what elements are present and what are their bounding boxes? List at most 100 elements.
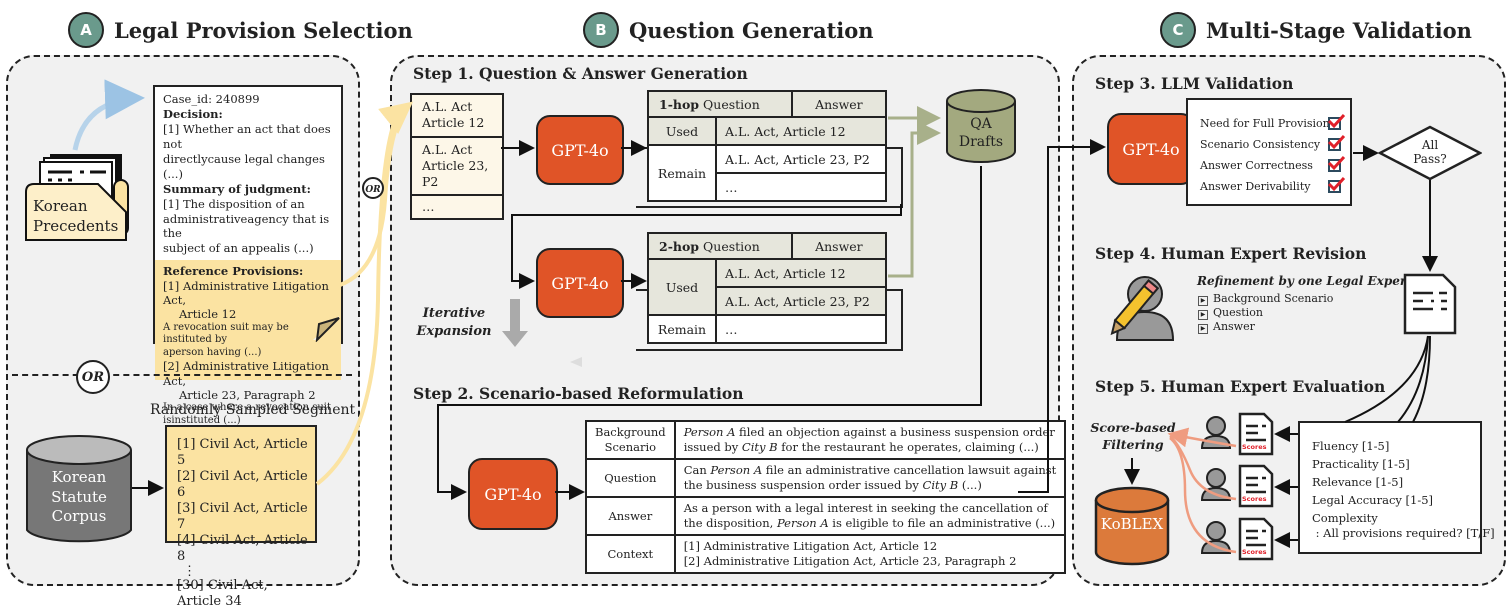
scores-label: Scores <box>1242 548 1267 556</box>
input-item: A.L. Act Article 12 <box>412 95 502 138</box>
precedents-line-1: Korean <box>33 197 88 215</box>
reform-value-line: [1] Administrative Litigation Act, Artic… <box>683 539 938 554</box>
check-item: Answer Correctness <box>1200 155 1350 176</box>
evaluator-person-icon <box>1200 521 1232 554</box>
refinement-title: Refinement by one Legal Expert <box>1197 274 1412 288</box>
hop2-answer-header: Answer <box>790 232 888 260</box>
criterion-item: Legal Accuracy [1-5] <box>1312 493 1434 507</box>
step5-title: Step 5. Human Expert Evaluation <box>1095 377 1386 396</box>
database-icon <box>26 435 132 543</box>
input-item-line-2: Article 12 <box>422 115 485 131</box>
section-b-header: B Question Generation <box>583 12 874 48</box>
hop1-table: 1-hop Question Answer Used A.L. Act, Art… <box>647 90 888 202</box>
score-sheet-icon <box>1238 517 1274 561</box>
step4-title: Step 4. Human Expert Revision <box>1095 244 1367 263</box>
case-id: Case_id: 240899 <box>163 92 260 106</box>
corpus-line-1: Korean <box>51 468 107 486</box>
decision-label: Decision: <box>163 106 223 121</box>
hop2-used-label: Used <box>647 258 717 316</box>
checked-box-icon <box>1327 134 1346 151</box>
check-label: Need for Full Provisions <box>1200 117 1336 130</box>
criterion-item: Fluency [1-5] <box>1312 439 1390 453</box>
check-item: Scenario Consistency <box>1200 134 1350 155</box>
step3-title: Step 3. LLM Validation <box>1095 74 1294 93</box>
section-a-header: A Legal Provision Selection <box>68 12 413 48</box>
reform-label-line: Background <box>595 425 666 440</box>
check-item: Answer Derivability <box>1200 176 1350 197</box>
scores-label: Scores <box>1242 443 1267 451</box>
case-document: Case_id: 240899 Decision: [1] Whether an… <box>153 85 343 426</box>
score-filtering-label: Score-based Filtering <box>1088 420 1178 454</box>
reform-value-answer: As a person with a legal interest in see… <box>673 496 1067 536</box>
svg-text:OR: OR <box>365 185 381 195</box>
ref2-title-1: [2] Administrative Litigation Act, <box>163 359 329 388</box>
reform-label-context: Context <box>585 534 676 574</box>
qa-drafts-line-1: QA <box>970 116 992 132</box>
hop1-question-label: Question <box>699 96 760 112</box>
reform-value-background: Person A filed an objection against a bu… <box>673 420 1067 460</box>
reform-label-line: Scenario <box>604 440 657 454</box>
gpt-4o-step1: GPT-4o <box>536 115 624 185</box>
summary-text-1: [1] The disposition of an <box>163 196 305 211</box>
reform-value-line: As a person with a legal interest in see… <box>683 501 1048 516</box>
ref1-title-2: Article 12 <box>179 307 237 322</box>
criterion-item: Relevance [1-5] <box>1312 475 1404 489</box>
segment-item: [4] Civil Act, Article 8 <box>177 532 308 564</box>
precedents-line-2: Precedents <box>33 216 119 235</box>
scores-label: Scores <box>1242 495 1267 503</box>
ref2-title-2: Article 23, Paragraph 2 <box>179 388 316 403</box>
reform-value-line: the disposition, Person A is eligible to… <box>683 516 1056 530</box>
evaluator-person-icon <box>1200 416 1232 449</box>
step2-title: Step 2. Scenario-based Reformulation <box>413 384 744 403</box>
qa-drafts-line-2: Drafts <box>958 133 1004 150</box>
reform-value-line: the business suspension order issued by … <box>683 478 982 492</box>
refinement-item-label: Answer <box>1213 320 1255 333</box>
reform-value-line: issued by City B for the restaurant he o… <box>683 440 1039 454</box>
refinement-item: ▶Answer <box>1198 320 1333 334</box>
check-item: Need for Full Provisions <box>1200 113 1350 134</box>
input-item: A.L. Act Article 23, P2 <box>412 138 502 197</box>
checked-box-icon <box>1327 155 1346 172</box>
reform-value-context: [1] Administrative Litigation Act, Artic… <box>673 534 1067 574</box>
corpus-line-2: Statute <box>51 487 107 506</box>
koblex-database-icon <box>1094 486 1170 566</box>
hop2-remain-item: … <box>715 314 887 344</box>
hop2-table: 2-hop Question Answer Used A.L. Act, Art… <box>647 232 888 344</box>
reform-label-answer: Answer <box>585 496 676 536</box>
reference-provisions: Reference Provisions: [1] Administrative… <box>155 260 341 426</box>
reform-value-line: Person A filed an objection against a bu… <box>683 425 1055 440</box>
evaluator-person-icon <box>1200 468 1232 501</box>
page-curl-icon <box>313 316 340 342</box>
score-sheet-icon <box>1238 412 1274 456</box>
section-b-badge: B <box>583 12 619 48</box>
criterion-item: : All provisions required? [T/F] <box>1312 526 1495 540</box>
gpt-4o-step2: GPT-4o <box>468 458 558 530</box>
check-label: Answer Correctness <box>1200 159 1313 172</box>
hop2-question-label: Question <box>699 238 760 254</box>
section-a-title: Legal Provision Selection <box>114 17 413 43</box>
hop1-question-header: 1-hop Question <box>647 90 793 118</box>
segment-item: [1] Civil Act, Article 5 <box>177 437 308 468</box>
input-item-line-1: A.L. Act <box>422 99 473 114</box>
input-item-line-1: A.L. Act <box>422 141 473 157</box>
decision-text-2: directlycause legal changes (...) <box>163 151 325 181</box>
ref-label: Reference Provisions: <box>163 264 304 279</box>
section-b-title: Question Generation <box>629 17 874 43</box>
summary-text-2: administrativeagency that is the <box>163 211 330 241</box>
koblex-label: KoBLEX <box>1100 515 1164 533</box>
hop2-question-header: 2-hop Question <box>647 232 793 260</box>
ref2-text-1: In a case where a revocation suit <box>163 402 332 414</box>
filtering-line-1: Score-based <box>1090 420 1176 435</box>
ref2-text-2: isinstituted (...) <box>163 414 241 426</box>
refinement-list: ▶Background Scenario ▶Question ▶Answer <box>1198 292 1333 334</box>
reform-value-question: Can Person A file an administrative canc… <box>673 458 1067 498</box>
criterion-item: Complexity <box>1312 511 1378 525</box>
hop1-remain-item: A.L. Act, Article 23, P2 <box>715 144 887 174</box>
checkbox-icons <box>1327 113 1346 193</box>
refinement-item-label: Question <box>1213 306 1263 319</box>
reform-label-question: Question <box>585 458 676 498</box>
all-pass-line-1: All <box>1421 138 1439 152</box>
hop1-remain-label: Remain <box>647 144 717 202</box>
hop1-answer-header: Answer <box>790 90 888 118</box>
segment-item: [2] Civil Act, Article 6 <box>177 468 308 500</box>
